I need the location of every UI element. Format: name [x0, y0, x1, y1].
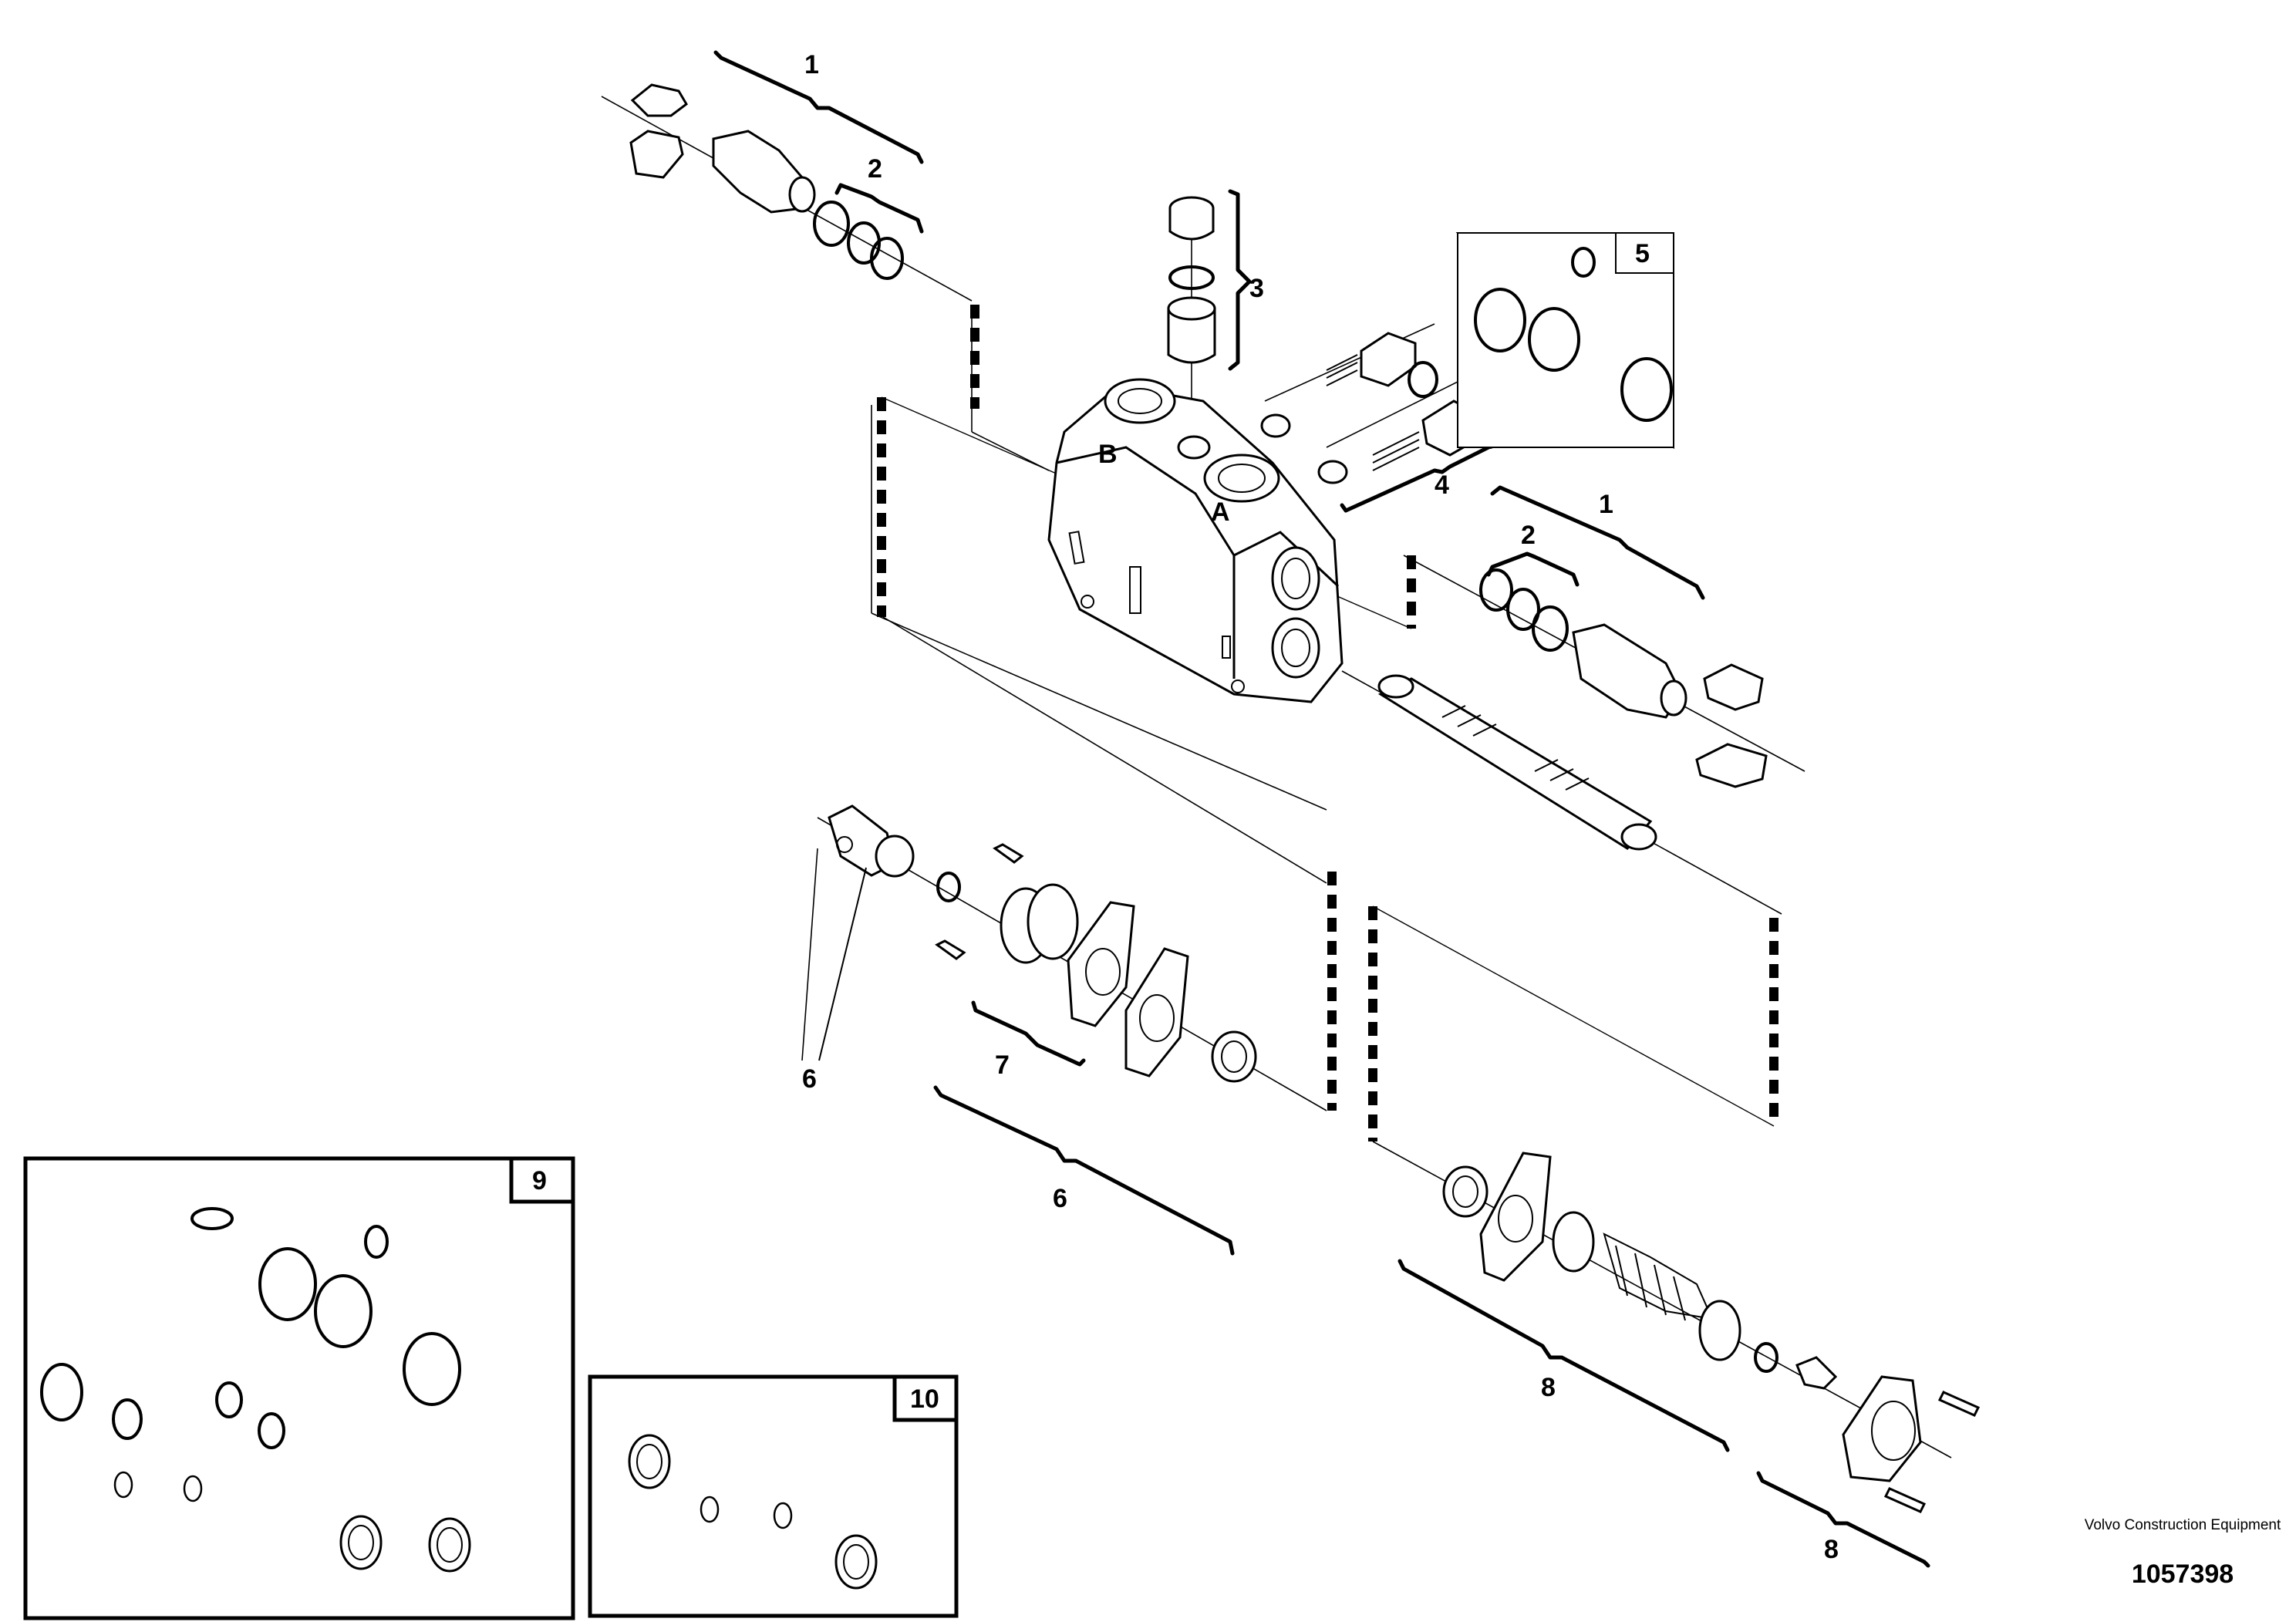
brace-3 [1228, 189, 1252, 371]
brace-2-right [1486, 551, 1580, 587]
manufacturer-caption: Volvo Construction Equipment [2084, 1517, 2281, 1533]
anti-cavitation-valve [1167, 196, 1216, 364]
callout-7: 7 [995, 1050, 1010, 1080]
callout-9: 9 [532, 1166, 547, 1195]
callout-braces [713, 50, 1930, 1568]
brace-8-right [1756, 1471, 1930, 1568]
callout-10: 10 [910, 1384, 939, 1414]
callout-8-right: 8 [1824, 1535, 1839, 1564]
brace-1-top [713, 50, 924, 164]
callout-3: 3 [1249, 274, 1264, 303]
leader-6 [818, 867, 867, 1061]
seal-kit-5 [1455, 232, 1674, 450]
callout-1-top: 1 [804, 50, 819, 79]
callout-4: 4 [1435, 470, 1449, 500]
spool-end-left [828, 804, 1257, 1083]
brace-6-bottom [933, 1085, 1235, 1256]
callout-8-mid: 8 [1541, 1373, 1556, 1402]
spool-end-right [1442, 1152, 1981, 1513]
callout-1-right: 1 [1599, 490, 1613, 519]
brace-2-top [834, 183, 924, 234]
brace-8-mid [1397, 1259, 1730, 1452]
callout-labels: 1 2 3 4 5 2 1 6 7 6 8 8 9 10 [532, 50, 1839, 1564]
port-relief-valve-right [1479, 568, 1768, 788]
drawing-number: 1057398 [2131, 1560, 2234, 1589]
port-b-label: B [1098, 440, 1118, 469]
callout-6-bottom: 6 [1053, 1184, 1067, 1213]
seal-kit-10 [588, 1374, 959, 1618]
callout-2-top: 2 [868, 154, 882, 184]
callout-6-left: 6 [802, 1064, 817, 1094]
callout-5: 5 [1635, 239, 1650, 268]
brace-1-right [1490, 485, 1705, 600]
port-a-label: A [1211, 497, 1230, 527]
port-relief-valve-top [629, 83, 904, 280]
spool [1377, 674, 1657, 851]
callout-2-right: 2 [1521, 521, 1536, 550]
valve-section-body: B A [1047, 378, 1344, 703]
brace-7 [971, 1000, 1086, 1067]
seal-kit-9 [23, 1156, 575, 1620]
